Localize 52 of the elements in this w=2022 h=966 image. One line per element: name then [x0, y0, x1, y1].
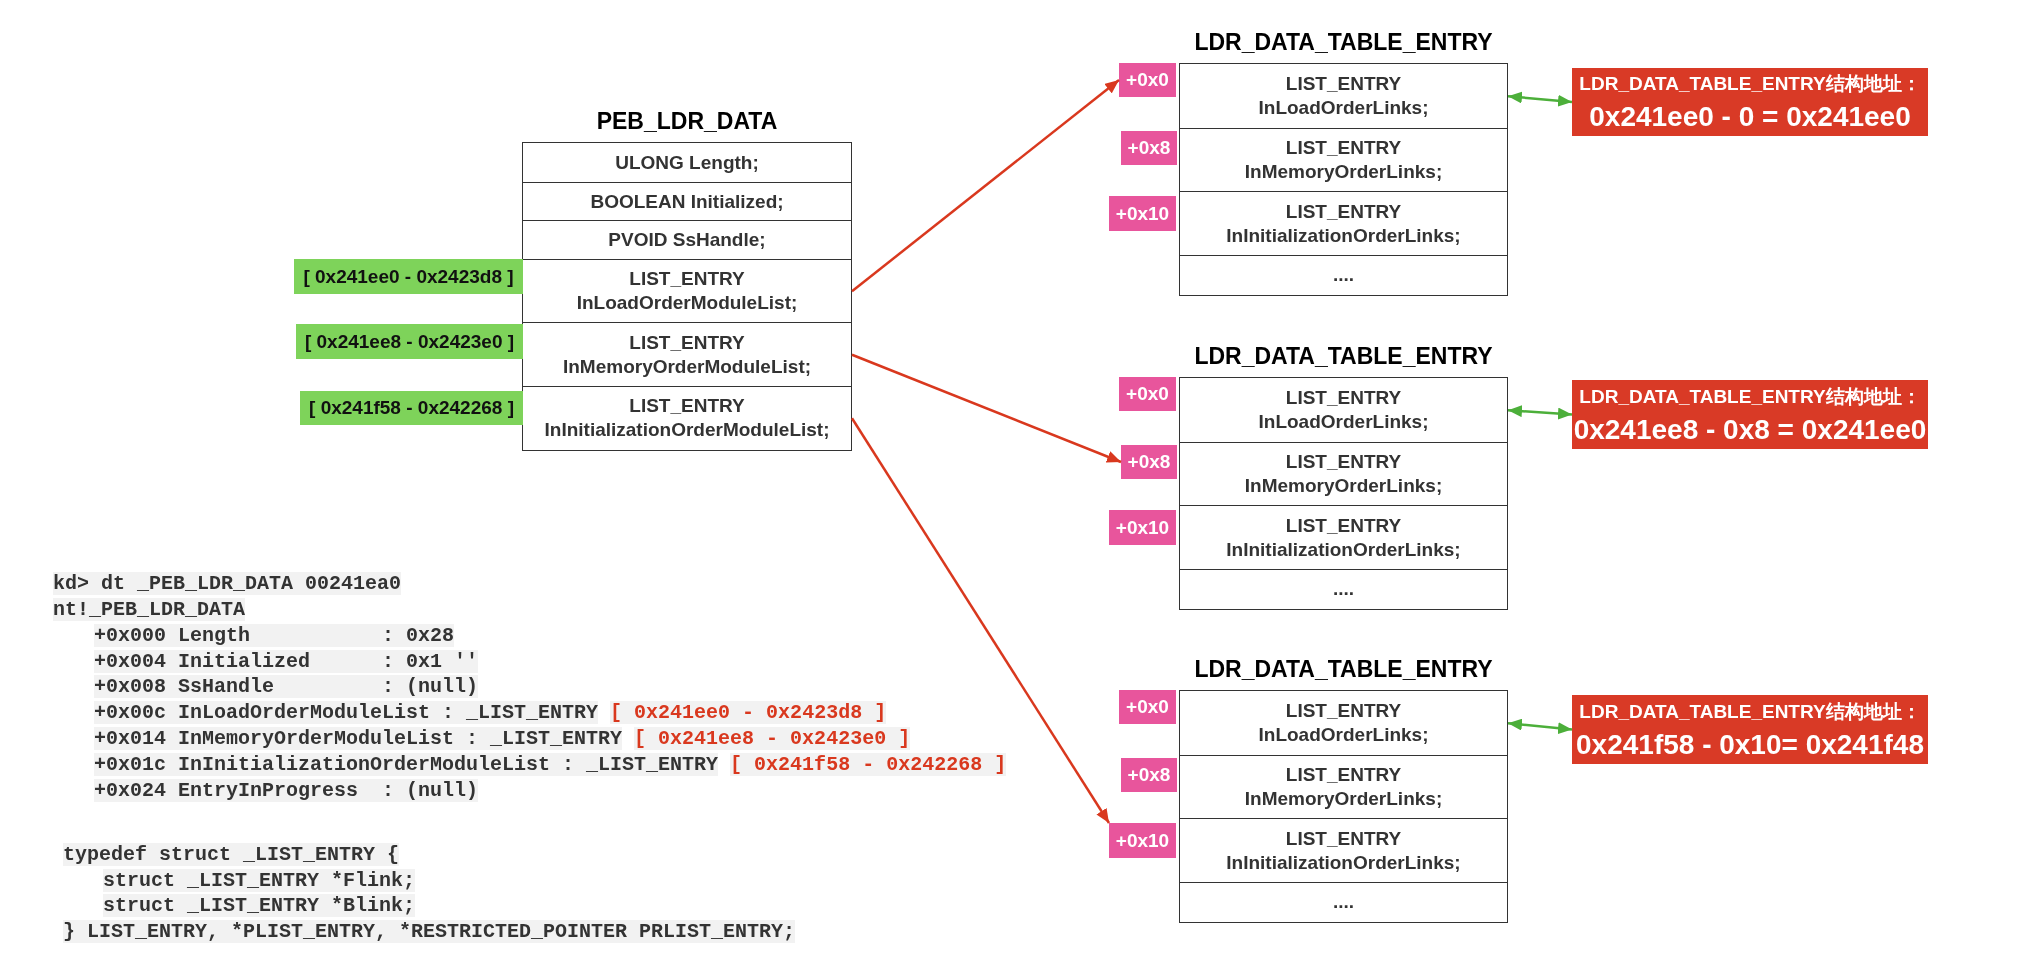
- struct-title: LDR_DATA_TABLE_ENTRY: [1193, 342, 1494, 371]
- offset-tag: +0x0: [1119, 377, 1176, 411]
- offset-tag: +0x0: [1119, 63, 1176, 97]
- struct-field: LIST_ENTRY InInitializationOrderLinks;: [1179, 191, 1508, 257]
- struct-field: LIST_ENTRY InInitializationOrderLinks;: [1179, 505, 1508, 571]
- offset-tag: +0x8: [1121, 758, 1177, 792]
- arrow: [1507, 91, 1573, 107]
- struct-field: LIST_ENTRY InMemoryOrderLinks;: [1179, 128, 1508, 193]
- callout-heading: LDR_DATA_TABLE_ENTRY结构地址：: [1579, 699, 1921, 724]
- offset-tag: +0x10: [1109, 823, 1176, 858]
- address-range-tag: [ 0x241f58 - 0x242268 ]: [300, 391, 523, 425]
- offset-tag: +0x8: [1121, 445, 1177, 479]
- struct-field: ....: [1179, 882, 1508, 923]
- struct-field: LIST_ENTRY InMemoryOrderLinks;: [1179, 442, 1508, 507]
- struct-field: LIST_ENTRY InInitializationOrderModuleList;: [522, 386, 852, 451]
- struct-field: ....: [1179, 569, 1508, 610]
- address-formula: 0x241ee0 - 0 = 0x241ee0: [1589, 101, 1911, 133]
- address-range-tag: [ 0x241ee8 - 0x2423e0 ]: [296, 324, 523, 359]
- arrow: [1507, 718, 1573, 735]
- struct-field: BOOLEAN Initialized;: [522, 182, 852, 222]
- callout-heading: LDR_DATA_TABLE_ENTRY结构地址：: [1579, 72, 1921, 96]
- offset-tag: +0x0: [1119, 690, 1176, 724]
- offset-tag: +0x10: [1109, 196, 1176, 231]
- struct-title: LDR_DATA_TABLE_ENTRY: [1193, 655, 1494, 684]
- struct-title: PEB_LDR_DATA: [595, 107, 779, 136]
- struct-field: LIST_ENTRY InInitializationOrderLinks;: [1179, 818, 1508, 884]
- struct-title: LDR_DATA_TABLE_ENTRY: [1193, 28, 1494, 57]
- address-formula: 0x241f58 - 0x10= 0x241f48: [1576, 728, 1924, 761]
- arrow: [850, 417, 1111, 824]
- arrow: [851, 353, 1122, 464]
- offset-tag: +0x10: [1109, 510, 1176, 545]
- arrow: [1507, 405, 1573, 420]
- address-formula: 0x241ee8 - 0x8 = 0x241ee0: [1573, 413, 1927, 446]
- address-range-value: [ 0x241ee8 - 0x2423e0 ]: [634, 727, 911, 750]
- struct-field: ....: [1179, 255, 1508, 296]
- arrow: [851, 79, 1120, 293]
- struct-field: LIST_ENTRY InLoadOrderModuleList;: [522, 259, 852, 324]
- struct-field: LIST_ENTRY InLoadOrderLinks;: [1179, 63, 1508, 130]
- callout-box: [1572, 68, 1928, 136]
- callout-box: [1572, 695, 1928, 764]
- address-range-value: [ 0x241ee0 - 0x2423d8 ]: [610, 701, 887, 724]
- callout-box: [1572, 380, 1928, 449]
- struct-field: LIST_ENTRY InLoadOrderLinks;: [1179, 690, 1508, 757]
- struct-field: LIST_ENTRY InMemoryOrderLinks;: [1179, 755, 1508, 820]
- struct-field: ULONG Length;: [522, 142, 852, 184]
- offset-tag: +0x8: [1121, 131, 1177, 165]
- callout-heading: LDR_DATA_TABLE_ENTRY结构地址：: [1579, 384, 1921, 409]
- struct-field: LIST_ENTRY InLoadOrderLinks;: [1179, 377, 1508, 444]
- struct-field: PVOID SsHandle;: [522, 220, 852, 261]
- address-range-value: [ 0x241f58 - 0x242268 ]: [730, 753, 1007, 776]
- address-range-tag: [ 0x241ee0 - 0x2423d8 ]: [294, 259, 523, 294]
- struct-field: LIST_ENTRY InMemoryOrderModuleList;: [522, 322, 852, 388]
